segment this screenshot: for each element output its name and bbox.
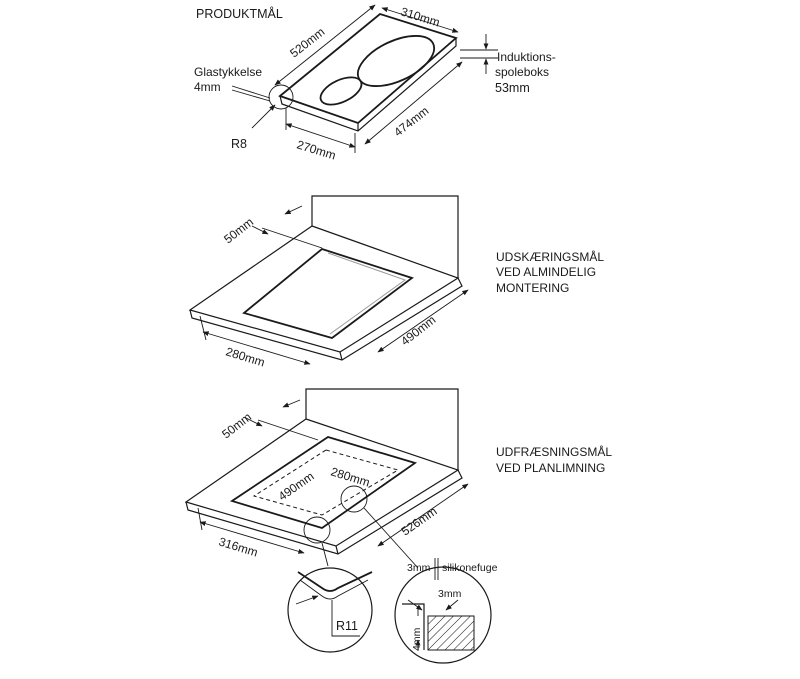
flush-edge-arrow-bottom <box>245 417 263 427</box>
large-cooking-zone <box>356 35 436 87</box>
silicone-label: silikonefuge <box>442 562 498 574</box>
edge-50-arrow-top <box>284 205 303 215</box>
detail-width-label: 3mm <box>438 588 462 600</box>
detail-height-label: 4mm <box>411 627 423 651</box>
dimension-474-line <box>364 61 463 145</box>
detail-callout-silicone <box>340 485 368 513</box>
inner-width-label: 280mm <box>329 464 371 489</box>
induction-box-height: 53mm <box>495 81 530 95</box>
induction-box-label-2: spoleboks <box>495 65 549 79</box>
r11-label: R11 <box>336 619 358 633</box>
dimension-520-line <box>274 4 376 86</box>
radius-detail: R11 <box>287 567 373 653</box>
flush-edge-arrow-top <box>282 399 301 408</box>
detail-callout-radius <box>303 516 331 544</box>
cutout-dimensions-diagram: 50mm 280mm 490mm UDSKÆRINGSMÅL VED ALMIN… <box>188 195 604 370</box>
middle-width-label: 280mm <box>224 344 266 369</box>
radius-corner-outer <box>297 571 373 592</box>
induction-box-label-1: Induktions- <box>497 50 556 64</box>
dim-520-label: 520mm <box>287 25 327 61</box>
cutout-heading-line-2: VED ALMINDELIG <box>496 265 596 279</box>
gap-label: 3mm <box>407 562 431 574</box>
glass-thickness-value: 4mm <box>194 80 221 94</box>
dim-526-line <box>377 483 469 547</box>
dimension-310-line <box>381 7 459 33</box>
flush-mount-diagram: 280mm 490mm 50mm 316mm 526mm UDFRÆSNINGS… <box>184 388 612 664</box>
cutout-heading-line-1: UDSKÆRINGSMÅL <box>496 249 604 264</box>
middle-depth-label: 490mm <box>398 313 438 349</box>
inner-depth-label: 490mm <box>276 469 317 503</box>
dim-316-line <box>199 521 305 554</box>
dim-270-label: 270mm <box>295 137 337 162</box>
dim-490-line <box>377 289 469 353</box>
routed-recess-outer <box>229 436 418 529</box>
cutout-heading-line-3: MONTERING <box>496 281 569 295</box>
silicone-joint-detail: 3mm silikonefuge 3mm 4mm <box>394 558 498 664</box>
cutout-hole <box>242 247 414 339</box>
edge-50-arrow-bottom <box>251 225 269 235</box>
product-title: PRODUKTMÅL <box>196 6 283 21</box>
glass-detail-circle <box>268 84 294 110</box>
backsplash-wall <box>311 195 459 278</box>
dimension-270-line <box>285 123 356 148</box>
flush-heading-line-2: VED PLANLIMNING <box>496 461 605 475</box>
flush-heading-line-1: UDFRÆSNINGSMÅL <box>496 444 612 459</box>
dim-474-label: 474mm <box>391 104 431 140</box>
middle-edge-label: 50mm <box>221 215 256 247</box>
outer-depth-label: 526mm <box>399 504 440 538</box>
dim-280-line <box>202 331 311 365</box>
flush-backsplash-wall <box>305 388 459 470</box>
worktop-profile <box>402 603 425 650</box>
cutout-inner-dashed <box>252 449 400 516</box>
r11-arrow <box>295 595 319 605</box>
hob-glass-hatched <box>427 615 475 651</box>
r8-label: R8 <box>231 137 247 151</box>
glass-thickness-label: Glastykkelse <box>194 65 262 79</box>
r8-pointer <box>251 104 276 129</box>
bottom-edge-label: 50mm <box>219 410 254 442</box>
product-dimensions-diagram: PRODUKTMÅL 520mm 310mm 270mm 474mm Glast… <box>194 4 556 162</box>
